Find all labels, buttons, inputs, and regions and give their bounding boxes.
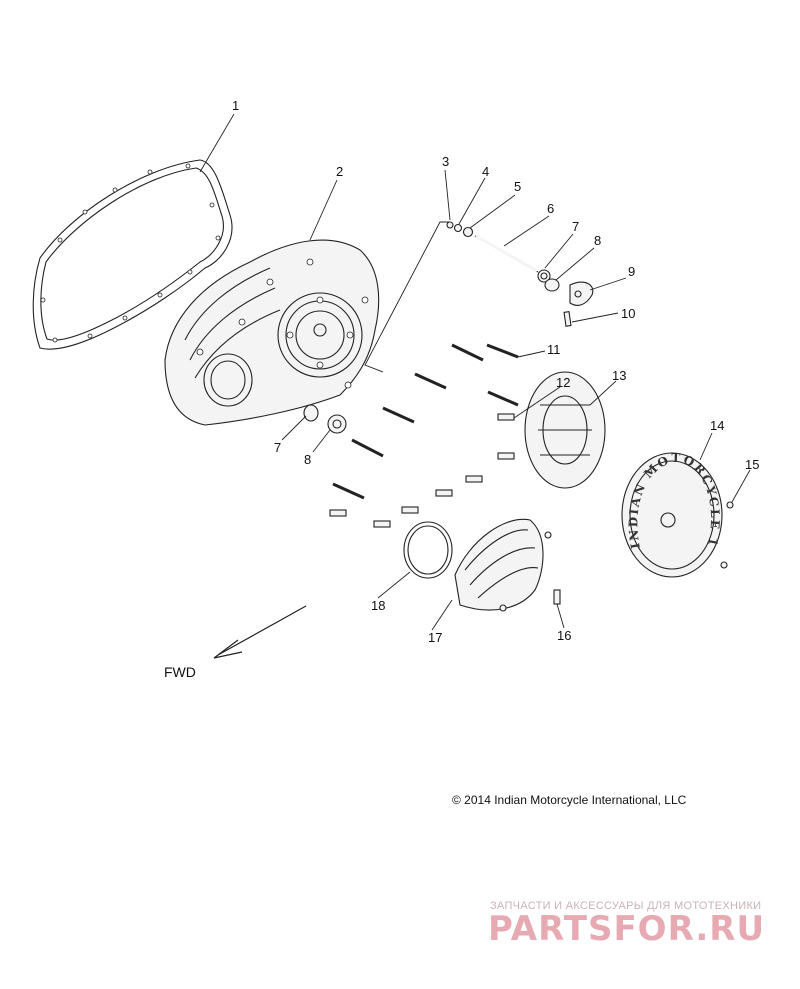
watermark-brand: PARTSFOR.RU: [488, 909, 765, 949]
callout-5: 5: [514, 179, 521, 194]
callout-4: 4: [482, 164, 489, 179]
callout-11: 11: [547, 342, 561, 357]
callout-labels: 1 2 3 4 5 6 7 8 9 10 11 12 13 14 15 7 8 …: [232, 98, 759, 645]
callout-8-lower: 8: [304, 452, 311, 467]
seal-part-5: [462, 226, 474, 238]
callout-7-lower: 7: [274, 440, 281, 455]
leader-lines: [199, 113, 751, 631]
bearing-part-7-lower: [303, 404, 319, 422]
callout-15: 15: [745, 457, 759, 472]
copyright-text: © 2014 Indian Motorcycle International, …: [452, 793, 687, 807]
gasket-part-1: [32, 159, 233, 350]
bearing-part-7-upper: [537, 269, 551, 283]
pin-part-10: [563, 311, 572, 327]
callout-2: 2: [336, 164, 343, 179]
callout-7-upper: 7: [572, 219, 579, 234]
callout-8-upper: 8: [594, 233, 601, 248]
callout-3: 3: [442, 154, 449, 169]
primary-cover-part-2: [164, 239, 380, 426]
clip-part-4: [453, 223, 463, 233]
cover-part-17: [454, 518, 561, 612]
watermark-tagline: ЗАПЧАСТИ И АКСЕССУАРЫ ДЛЯ МОТОТЕХНИКИ: [490, 900, 761, 912]
callout-16: 16: [557, 628, 571, 643]
washer-part-3: [446, 221, 454, 229]
forward-direction-arrow: FWD: [164, 605, 307, 680]
watermark: ЗАПЧАСТИ И АКСЕССУАРЫ ДЛЯ МОТОТЕХНИКИ PA…: [488, 900, 765, 949]
insert-part-13: [524, 371, 606, 489]
seal-part-8-lower: [327, 414, 347, 434]
callout-10: 10: [621, 306, 635, 321]
shaft-assembly: [446, 221, 594, 327]
callout-1: 1: [232, 98, 239, 113]
o-ring-part-18: [403, 521, 453, 579]
callout-13: 13: [612, 368, 626, 383]
fwd-label: FWD: [164, 664, 196, 680]
callout-14: 14: [710, 418, 724, 433]
seal-part-8-upper: [544, 278, 560, 292]
bolts-part-12: [329, 413, 515, 528]
callout-12: 12: [556, 375, 570, 390]
assembly-bracket-line: [364, 221, 450, 373]
callout-17: 17: [428, 630, 442, 645]
callout-18: 18: [371, 598, 385, 613]
bolts-part-11: [332, 343, 519, 500]
shaft-part-6: [474, 234, 539, 273]
callout-6: 6: [547, 201, 554, 216]
callout-9: 9: [628, 264, 635, 279]
